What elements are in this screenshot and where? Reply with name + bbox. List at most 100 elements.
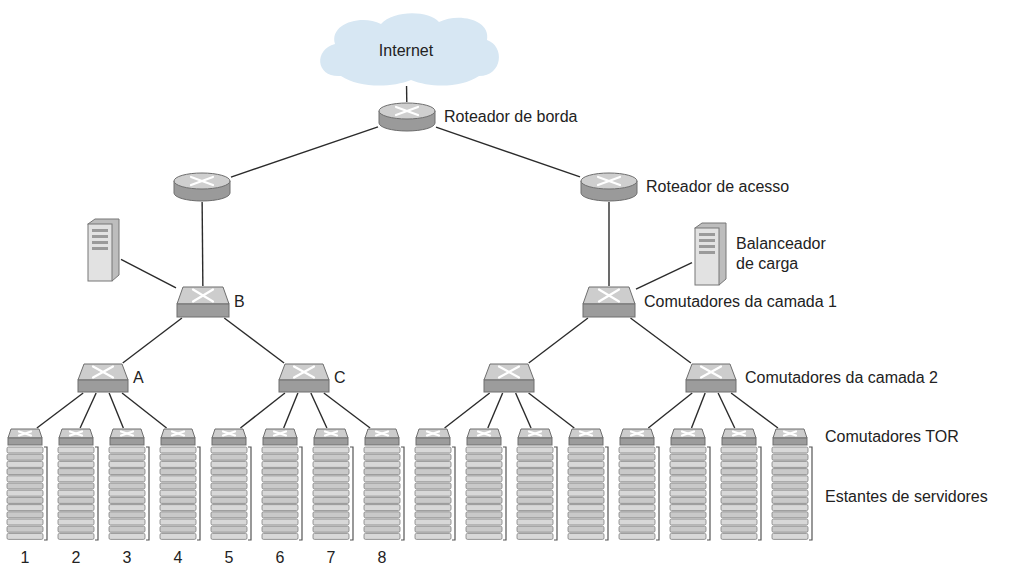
server-unit bbox=[313, 447, 349, 453]
tor-node bbox=[160, 428, 196, 446]
tor-icon bbox=[670, 428, 706, 446]
switch-top bbox=[467, 429, 501, 438]
icon-arrow bbox=[274, 432, 286, 436]
server-unit bbox=[517, 505, 553, 511]
server-front bbox=[695, 228, 719, 285]
server-unit bbox=[568, 505, 604, 511]
server-unit bbox=[568, 533, 604, 539]
server-unit bbox=[772, 505, 808, 511]
icon-arrow bbox=[427, 432, 439, 436]
icon-arrow bbox=[784, 432, 796, 436]
switch-front bbox=[365, 438, 399, 445]
switch-node: A bbox=[77, 363, 129, 393]
server-slot bbox=[699, 233, 715, 236]
server-unit bbox=[262, 505, 298, 511]
switch-front bbox=[212, 438, 246, 445]
tor-icon bbox=[619, 428, 655, 446]
icon-arrow bbox=[376, 432, 388, 436]
switch-icon bbox=[483, 363, 535, 393]
device-label: B bbox=[234, 292, 245, 312]
switch-front bbox=[583, 304, 635, 317]
icon-arrow bbox=[93, 367, 113, 378]
server-unit bbox=[517, 533, 553, 539]
server-unit bbox=[721, 461, 757, 467]
network-link bbox=[445, 393, 490, 428]
switch-top bbox=[773, 429, 807, 438]
tor-icon bbox=[517, 428, 553, 446]
network-link bbox=[718, 393, 735, 428]
server-unit bbox=[619, 519, 655, 525]
server-unit bbox=[109, 533, 145, 539]
icon-arrow bbox=[274, 432, 286, 436]
icon-arrow bbox=[733, 432, 745, 436]
server-unit bbox=[58, 454, 94, 460]
server-unit bbox=[160, 526, 196, 532]
switch-top bbox=[583, 287, 635, 304]
server-slot bbox=[92, 235, 108, 238]
icon-arrow bbox=[682, 432, 694, 436]
server-unit bbox=[670, 533, 706, 539]
rack-bracket bbox=[350, 447, 353, 540]
switch-top bbox=[78, 364, 128, 380]
network-link bbox=[516, 393, 531, 428]
icon-arrow bbox=[499, 367, 519, 378]
server-rack bbox=[211, 447, 251, 540]
server-unit bbox=[619, 497, 655, 503]
tor-icon bbox=[772, 428, 808, 446]
server-unit bbox=[517, 469, 553, 475]
icon-arrow bbox=[580, 432, 592, 436]
tor-icon bbox=[109, 428, 145, 446]
server-unit bbox=[517, 461, 553, 467]
server-unit bbox=[670, 497, 706, 503]
switch-front bbox=[484, 380, 534, 392]
server-slot bbox=[699, 245, 715, 248]
server-unit bbox=[211, 454, 247, 460]
tor-node bbox=[262, 428, 298, 446]
server-unit bbox=[517, 483, 553, 489]
server-unit bbox=[619, 505, 655, 511]
server-unit bbox=[262, 497, 298, 503]
server-unit bbox=[58, 533, 94, 539]
server-unit bbox=[364, 476, 400, 482]
rack-bracket bbox=[299, 447, 302, 540]
server-unit bbox=[466, 483, 502, 489]
server-unit bbox=[364, 461, 400, 467]
server-unit bbox=[517, 497, 553, 503]
server-unit bbox=[466, 476, 502, 482]
server-unit bbox=[466, 469, 502, 475]
server-unit bbox=[211, 519, 247, 525]
switch-node: Comutadores da camada 1 bbox=[582, 286, 636, 318]
server-unit bbox=[619, 476, 655, 482]
server-unit bbox=[262, 469, 298, 475]
server-unit bbox=[7, 461, 43, 467]
icon-arrow bbox=[19, 432, 31, 436]
server-unit bbox=[415, 505, 451, 511]
switch-front bbox=[161, 438, 195, 445]
server-unit bbox=[772, 526, 808, 532]
switch-front bbox=[671, 438, 705, 445]
switch-front bbox=[686, 380, 736, 392]
switch-top bbox=[416, 429, 450, 438]
router-top bbox=[174, 173, 230, 189]
server-unit bbox=[721, 447, 757, 453]
server-unit bbox=[415, 526, 451, 532]
rack-bracket bbox=[401, 447, 404, 540]
icon-arrow bbox=[580, 432, 592, 436]
server-unit bbox=[517, 519, 553, 525]
rack-bracket bbox=[452, 447, 455, 540]
router-icon bbox=[173, 172, 231, 202]
cloud-shape bbox=[320, 13, 499, 85]
server-unit bbox=[466, 505, 502, 511]
server-unit bbox=[58, 519, 94, 525]
switch-top bbox=[365, 429, 399, 438]
server-unit bbox=[160, 533, 196, 539]
icon-arrow bbox=[478, 432, 490, 436]
server-node bbox=[85, 218, 121, 282]
server-unit bbox=[211, 469, 247, 475]
server-unit bbox=[160, 447, 196, 453]
server-unit bbox=[313, 454, 349, 460]
rack-bracket bbox=[146, 447, 149, 540]
internet-cloud: Internet bbox=[311, 10, 501, 86]
server-rack bbox=[721, 447, 761, 540]
server-unit bbox=[517, 490, 553, 496]
